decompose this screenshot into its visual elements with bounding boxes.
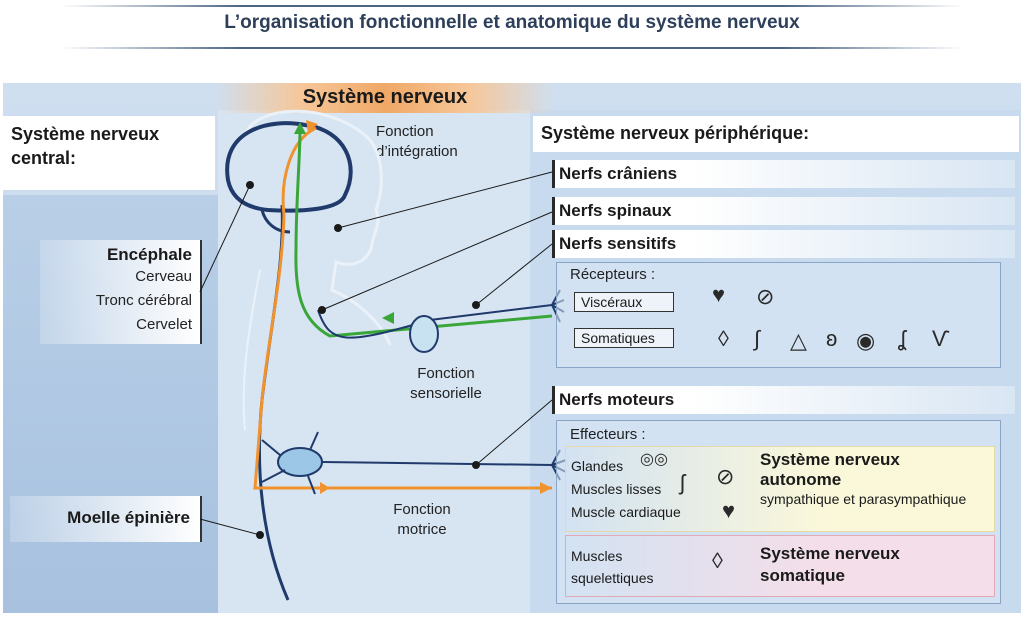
leader-encephale: [199, 184, 251, 293]
effecteur-muscles-lisses: Muscles lisses: [571, 481, 662, 497]
encephale-title: Encéphale: [106, 245, 192, 264]
dot-encephale: [246, 181, 254, 189]
visceraux-label: Viscéraux: [581, 294, 643, 310]
somatique-box: [565, 535, 995, 597]
effecteurs-title: Effecteurs :: [570, 426, 646, 443]
nerfs-moteurs-box: Nerfs moteurs: [552, 386, 1015, 414]
autonome-text: Système nerveux autonome sympathique et …: [760, 450, 985, 509]
pns-label-box: Système nerveux périphérique:: [533, 116, 1019, 152]
motor-neuron: [277, 447, 323, 477]
brain-outline: [225, 121, 353, 213]
neck-outline: [242, 269, 261, 431]
title-rule-bottom: [60, 47, 964, 49]
sensory-pathway: [294, 127, 553, 338]
moelle-box: Moelle épinière: [10, 496, 202, 542]
sensory-arrow-mid: [382, 312, 394, 324]
spinal-cord: [257, 204, 290, 601]
fonction-integration-label: Fonction d’intégration: [376, 123, 458, 160]
nervous-system-label: Système nerveux: [302, 86, 468, 108]
ear-icon: ʚ: [826, 326, 838, 351]
ganglion: [409, 315, 439, 353]
recepteurs-title: Récepteurs :: [570, 266, 656, 283]
motor-neuron-processes: [261, 431, 553, 495]
nervous-system-bar: [215, 83, 555, 113]
tongue-icon: Ѵ: [932, 326, 950, 351]
heart-icon: ♥: [712, 282, 726, 307]
encephale-item-tronc: Tronc cérébral: [95, 292, 192, 309]
nerfs-moteurs-label: Nerfs moteurs: [559, 390, 675, 409]
nose-icon: ʆ: [898, 326, 906, 351]
effecteurs-list: Glandes Muscles lisses Muscle cardiaque: [571, 455, 681, 524]
fonction-sensorielle-label: Fonction sensorielle: [410, 365, 482, 402]
skeletal-muscle-icon: ◊: [712, 548, 723, 573]
title-rule-top: [60, 5, 964, 7]
vessel-icon-effecteur: ⊘: [716, 464, 735, 489]
encephale-item-cerveau: Cerveau: [135, 268, 192, 285]
motor-arrow-mid: [320, 482, 330, 494]
motor-arrow-right: [540, 482, 552, 494]
encephale-box: Encéphale Cerveau Tronc cérébral Cervele…: [40, 240, 202, 344]
somatique-title: Système nerveux somatique: [760, 544, 900, 585]
sensory-arrow-top: [294, 122, 306, 134]
nerfs-craniens-label: Nerfs crâniens: [559, 164, 678, 183]
gland-icon: ◎◎: [640, 451, 668, 468]
skin-icon: △: [790, 328, 807, 353]
cns-label: Système nerveux central:: [11, 124, 160, 168]
visceraux-box: Viscéraux: [574, 292, 674, 312]
vessel-icon: ⊘: [756, 284, 775, 309]
autonome-subtitle: sympathique et parasympathique: [760, 491, 967, 507]
effecteur-glandes: Glandes: [571, 458, 624, 474]
joint-icon: ∫: [754, 326, 761, 351]
nerfs-spinaux-label: Nerfs spinaux: [559, 201, 672, 220]
nerfs-sensitifs-label: Nerfs sensitifs: [559, 234, 677, 253]
body-column: [218, 110, 530, 613]
heart-icon-effecteur: ♥: [722, 498, 736, 523]
dot-moelle: [256, 531, 264, 539]
dot-sensitifs: [472, 301, 480, 309]
leader-nerfs-craniens: [337, 171, 553, 229]
somatiques-box: Somatiques: [574, 328, 674, 348]
muscle-icon: ◊: [718, 326, 729, 351]
leader-nerfs-spinaux: [321, 211, 553, 311]
effecteur-muscle-cardiaque: Muscle cardiaque: [571, 504, 681, 520]
eye-icon: ◉: [856, 328, 876, 353]
cerebellum-outline: [260, 209, 291, 234]
cns-label-box: Système nerveux central:: [3, 116, 215, 190]
somatiques-label: Somatiques: [581, 330, 655, 346]
head-outline: [243, 109, 392, 346]
autonome-title: Système nerveux autonome: [760, 450, 900, 489]
moelle-label: Moelle épinière: [67, 508, 190, 527]
nerfs-craniens-box: Nerfs crâniens: [552, 160, 1015, 188]
stomach-icon: ʃ: [680, 470, 685, 495]
dot-moteurs: [472, 461, 480, 469]
leader-nerfs-moteurs: [475, 399, 553, 466]
autonome-box: [565, 446, 995, 532]
encephale-item-cervelet: Cervelet: [136, 316, 192, 333]
muscles-squelettiques-label: Muscles squelettiques: [571, 548, 654, 586]
nerfs-spinaux-box: Nerfs spinaux: [552, 197, 1015, 225]
motor-arrow-top: [306, 120, 318, 132]
dot-spinaux: [318, 306, 326, 314]
recepteurs-panel: [556, 262, 1001, 368]
motor-pathway: [253, 126, 552, 490]
leader-moelle: [199, 518, 261, 536]
nerfs-sensitifs-box: Nerfs sensitifs: [552, 230, 1015, 258]
dot-craniens: [334, 224, 342, 232]
leader-nerfs-sensitifs: [475, 243, 553, 306]
fonction-motrice-label: Fonction motrice: [393, 501, 451, 538]
page-title: L’organisation fonctionnelle et anatomiq…: [224, 12, 800, 33]
pns-label: Système nerveux périphérique:: [541, 123, 810, 143]
